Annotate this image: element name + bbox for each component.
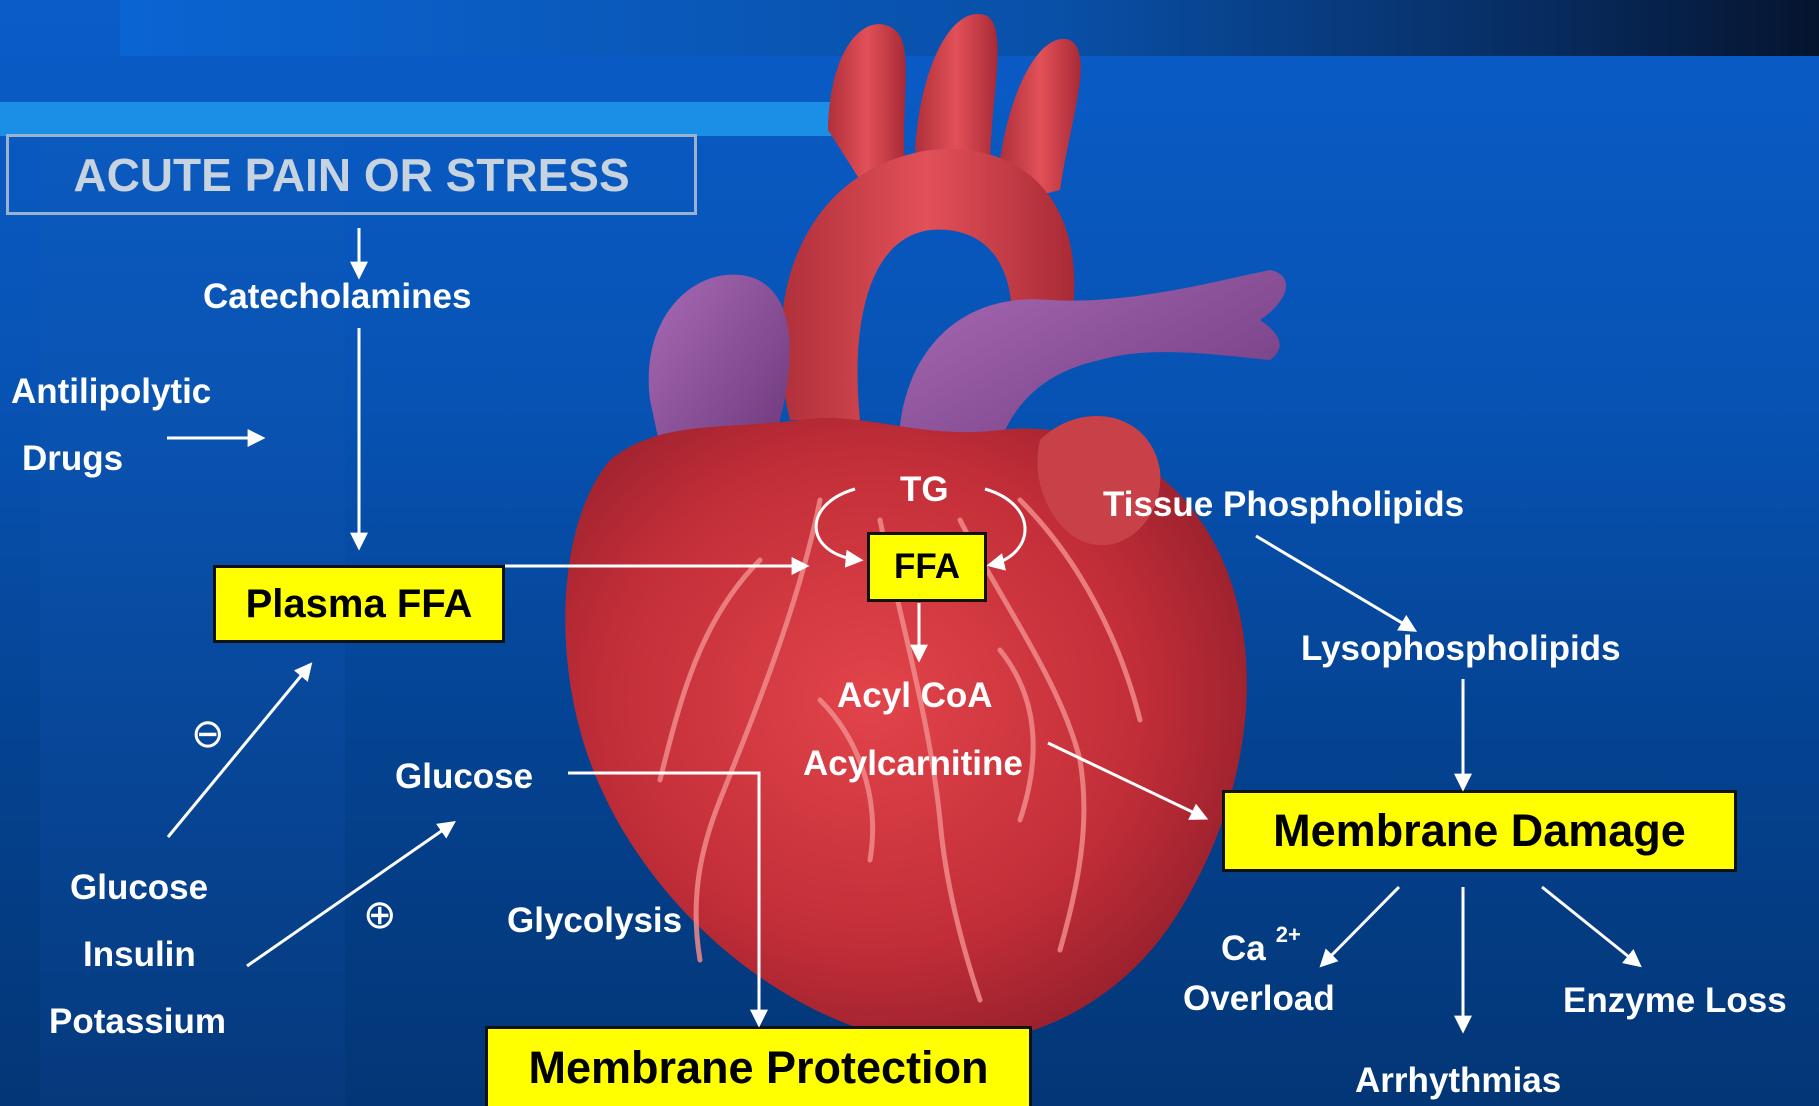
arrow-tg-cycle-left <box>816 489 860 560</box>
arrow-damage-to-enzyme-loss <box>1542 887 1639 965</box>
arrow-tg-cycle-right <box>985 489 1025 565</box>
arrow-glucose-to-plasma-ffa <box>168 665 310 837</box>
arrow-acylcarnitine-to-damage <box>1048 743 1205 818</box>
arrow-tissue-to-lyso <box>1256 536 1414 630</box>
arrow-insulin-to-glucose <box>247 823 453 966</box>
arrow-glucose-to-membrane-protection <box>568 773 759 1024</box>
arrow-damage-to-ca <box>1322 887 1399 965</box>
